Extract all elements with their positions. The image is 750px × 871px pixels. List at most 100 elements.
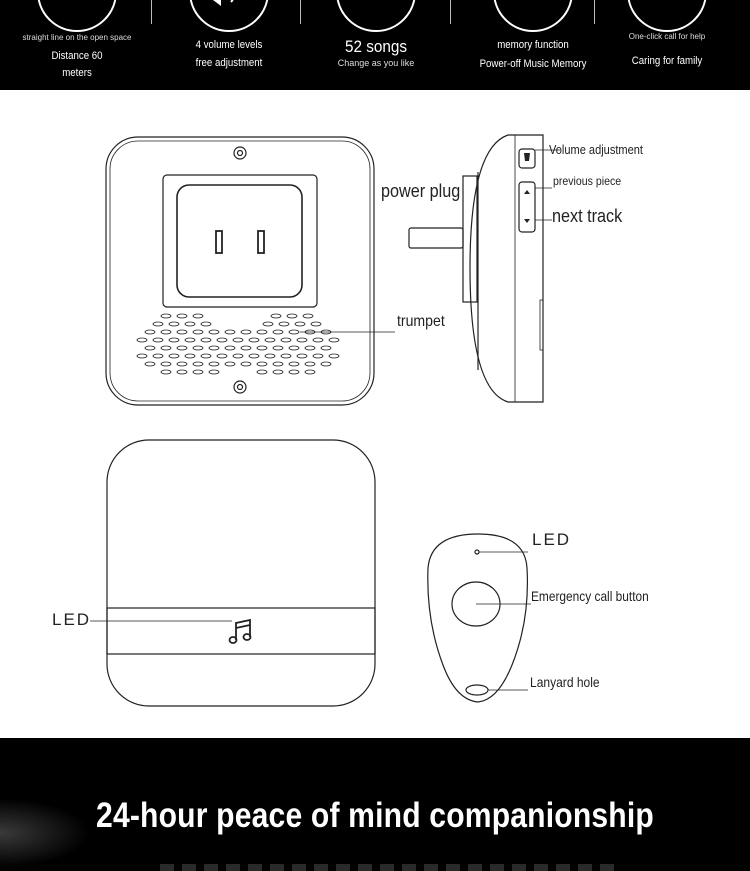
speaker-hole <box>208 361 220 367</box>
speaker-hole <box>240 361 252 367</box>
feature-distance-line2: meters <box>62 67 92 79</box>
speaker-hole <box>286 313 298 319</box>
receiver-led-view <box>90 439 376 707</box>
speaker-hole <box>160 369 172 375</box>
speaker-hole <box>288 361 300 367</box>
speaker-hole <box>288 345 300 351</box>
speaker-hole <box>270 313 282 319</box>
feature-call: One-click call for help Caring for famil… <box>592 0 742 90</box>
speaker-hole <box>294 321 306 327</box>
speaker-hole <box>152 353 164 359</box>
speaker-hole <box>216 337 228 343</box>
speaker-hole <box>256 361 268 367</box>
speaker-hole <box>208 369 220 375</box>
face-memory-icon <box>493 0 573 32</box>
speaker-hole <box>192 329 204 335</box>
speaker-hole <box>296 337 308 343</box>
speaker-hole <box>160 329 172 335</box>
speaker-hole <box>264 337 276 343</box>
speaker-hole <box>200 337 212 343</box>
music-notes-icon <box>336 0 416 32</box>
label-remote-led: LED <box>532 530 572 549</box>
speaker-hole <box>192 313 204 319</box>
speaker-hole <box>160 313 172 319</box>
speaker-hole <box>144 329 156 335</box>
speaker-hole <box>304 345 316 351</box>
feature-volume-line1: 4 volume levels <box>195 39 263 51</box>
label-trumpet: trumpet <box>397 313 445 330</box>
feature-distance: straight line on the open space Distance… <box>2 0 152 90</box>
speaker-hole <box>256 329 268 335</box>
speaker-hole <box>304 361 316 367</box>
feature-divider <box>450 0 451 24</box>
speaker-hole <box>136 337 148 343</box>
speaker-hole <box>310 321 322 327</box>
feature-bar: straight line on the open space Distance… <box>0 0 750 90</box>
speaker-hole <box>144 345 156 351</box>
music-note-icon <box>228 618 252 644</box>
feature-memory-line1: memory function <box>497 39 569 51</box>
label-volume-adjustment: Volume adjustment <box>549 142 643 157</box>
speaker-hole <box>192 369 204 375</box>
feature-divider <box>300 0 301 24</box>
speaker-hole <box>288 369 300 375</box>
speaker-hole <box>248 353 260 359</box>
label-previous-piece: previous piece <box>553 174 622 188</box>
speaker-hole <box>224 361 236 367</box>
speaker-hole <box>144 361 156 367</box>
speaker-hole <box>176 329 188 335</box>
speaker-hole <box>168 353 180 359</box>
speaker-hole <box>328 353 340 359</box>
speaker-hole <box>136 353 148 359</box>
speaker-hole <box>312 353 324 359</box>
label-power-plug: power plug <box>381 181 461 201</box>
signal-icon <box>37 0 117 32</box>
speaker-hole <box>184 337 196 343</box>
speaker-hole <box>304 369 316 375</box>
banner-headline: 24-hour peace of mind companionship <box>96 796 654 835</box>
product-diagram: power plug trumpet Volume adjustment pre… <box>0 90 750 738</box>
speaker-hole <box>278 321 290 327</box>
speaker-hole <box>168 337 180 343</box>
speaker-hole <box>264 353 276 359</box>
speaker-hole <box>232 353 244 359</box>
speaker-hole <box>184 321 196 327</box>
speaker-hole <box>200 353 212 359</box>
label-next-track: next track <box>552 206 623 226</box>
speaker-hole <box>200 321 212 327</box>
speaker-hole <box>152 337 164 343</box>
speaker-hole <box>176 345 188 351</box>
bottom-banner: 24-hour peace of mind companionship <box>0 738 750 871</box>
speaker-hole <box>312 337 324 343</box>
label-lanyard-hole: Lanyard hole <box>530 674 600 690</box>
speaker-hole <box>208 345 220 351</box>
speaker-hole <box>176 313 188 319</box>
speaker-hole <box>176 369 188 375</box>
speaker-hole <box>192 361 204 367</box>
feature-divider <box>151 0 152 24</box>
feature-volume-line2: free adjustment <box>195 57 263 69</box>
device-drawings <box>90 134 560 707</box>
speaker-hole <box>302 313 314 319</box>
cut-off-text-strip <box>160 864 620 871</box>
feature-songs-count: 52 songs <box>344 37 408 56</box>
feature-volume: 4 volume levels free adjustment <box>154 0 304 90</box>
feature-divider <box>594 0 595 24</box>
speaker-hole <box>320 361 332 367</box>
feature-memory: memory function Power-off Music Memory <box>458 0 608 90</box>
hand-call-icon <box>627 0 707 32</box>
speaker-hole <box>256 345 268 351</box>
button-glyphs <box>524 153 530 223</box>
speaker-hole <box>208 329 220 335</box>
speaker-hole <box>280 337 292 343</box>
speaker-hole <box>296 353 308 359</box>
feature-distance-line1: Distance 60 <box>51 50 103 62</box>
receiver-side-view <box>408 134 560 403</box>
decorative-glow <box>0 798 90 868</box>
label-emergency-call-button: Emergency call button <box>531 588 649 604</box>
feature-call-line2: Caring for family <box>631 55 703 67</box>
speaker-hole <box>176 361 188 367</box>
speaker-hole <box>240 329 252 335</box>
receiver-front-view <box>105 136 395 406</box>
speaker-hole <box>224 329 236 335</box>
